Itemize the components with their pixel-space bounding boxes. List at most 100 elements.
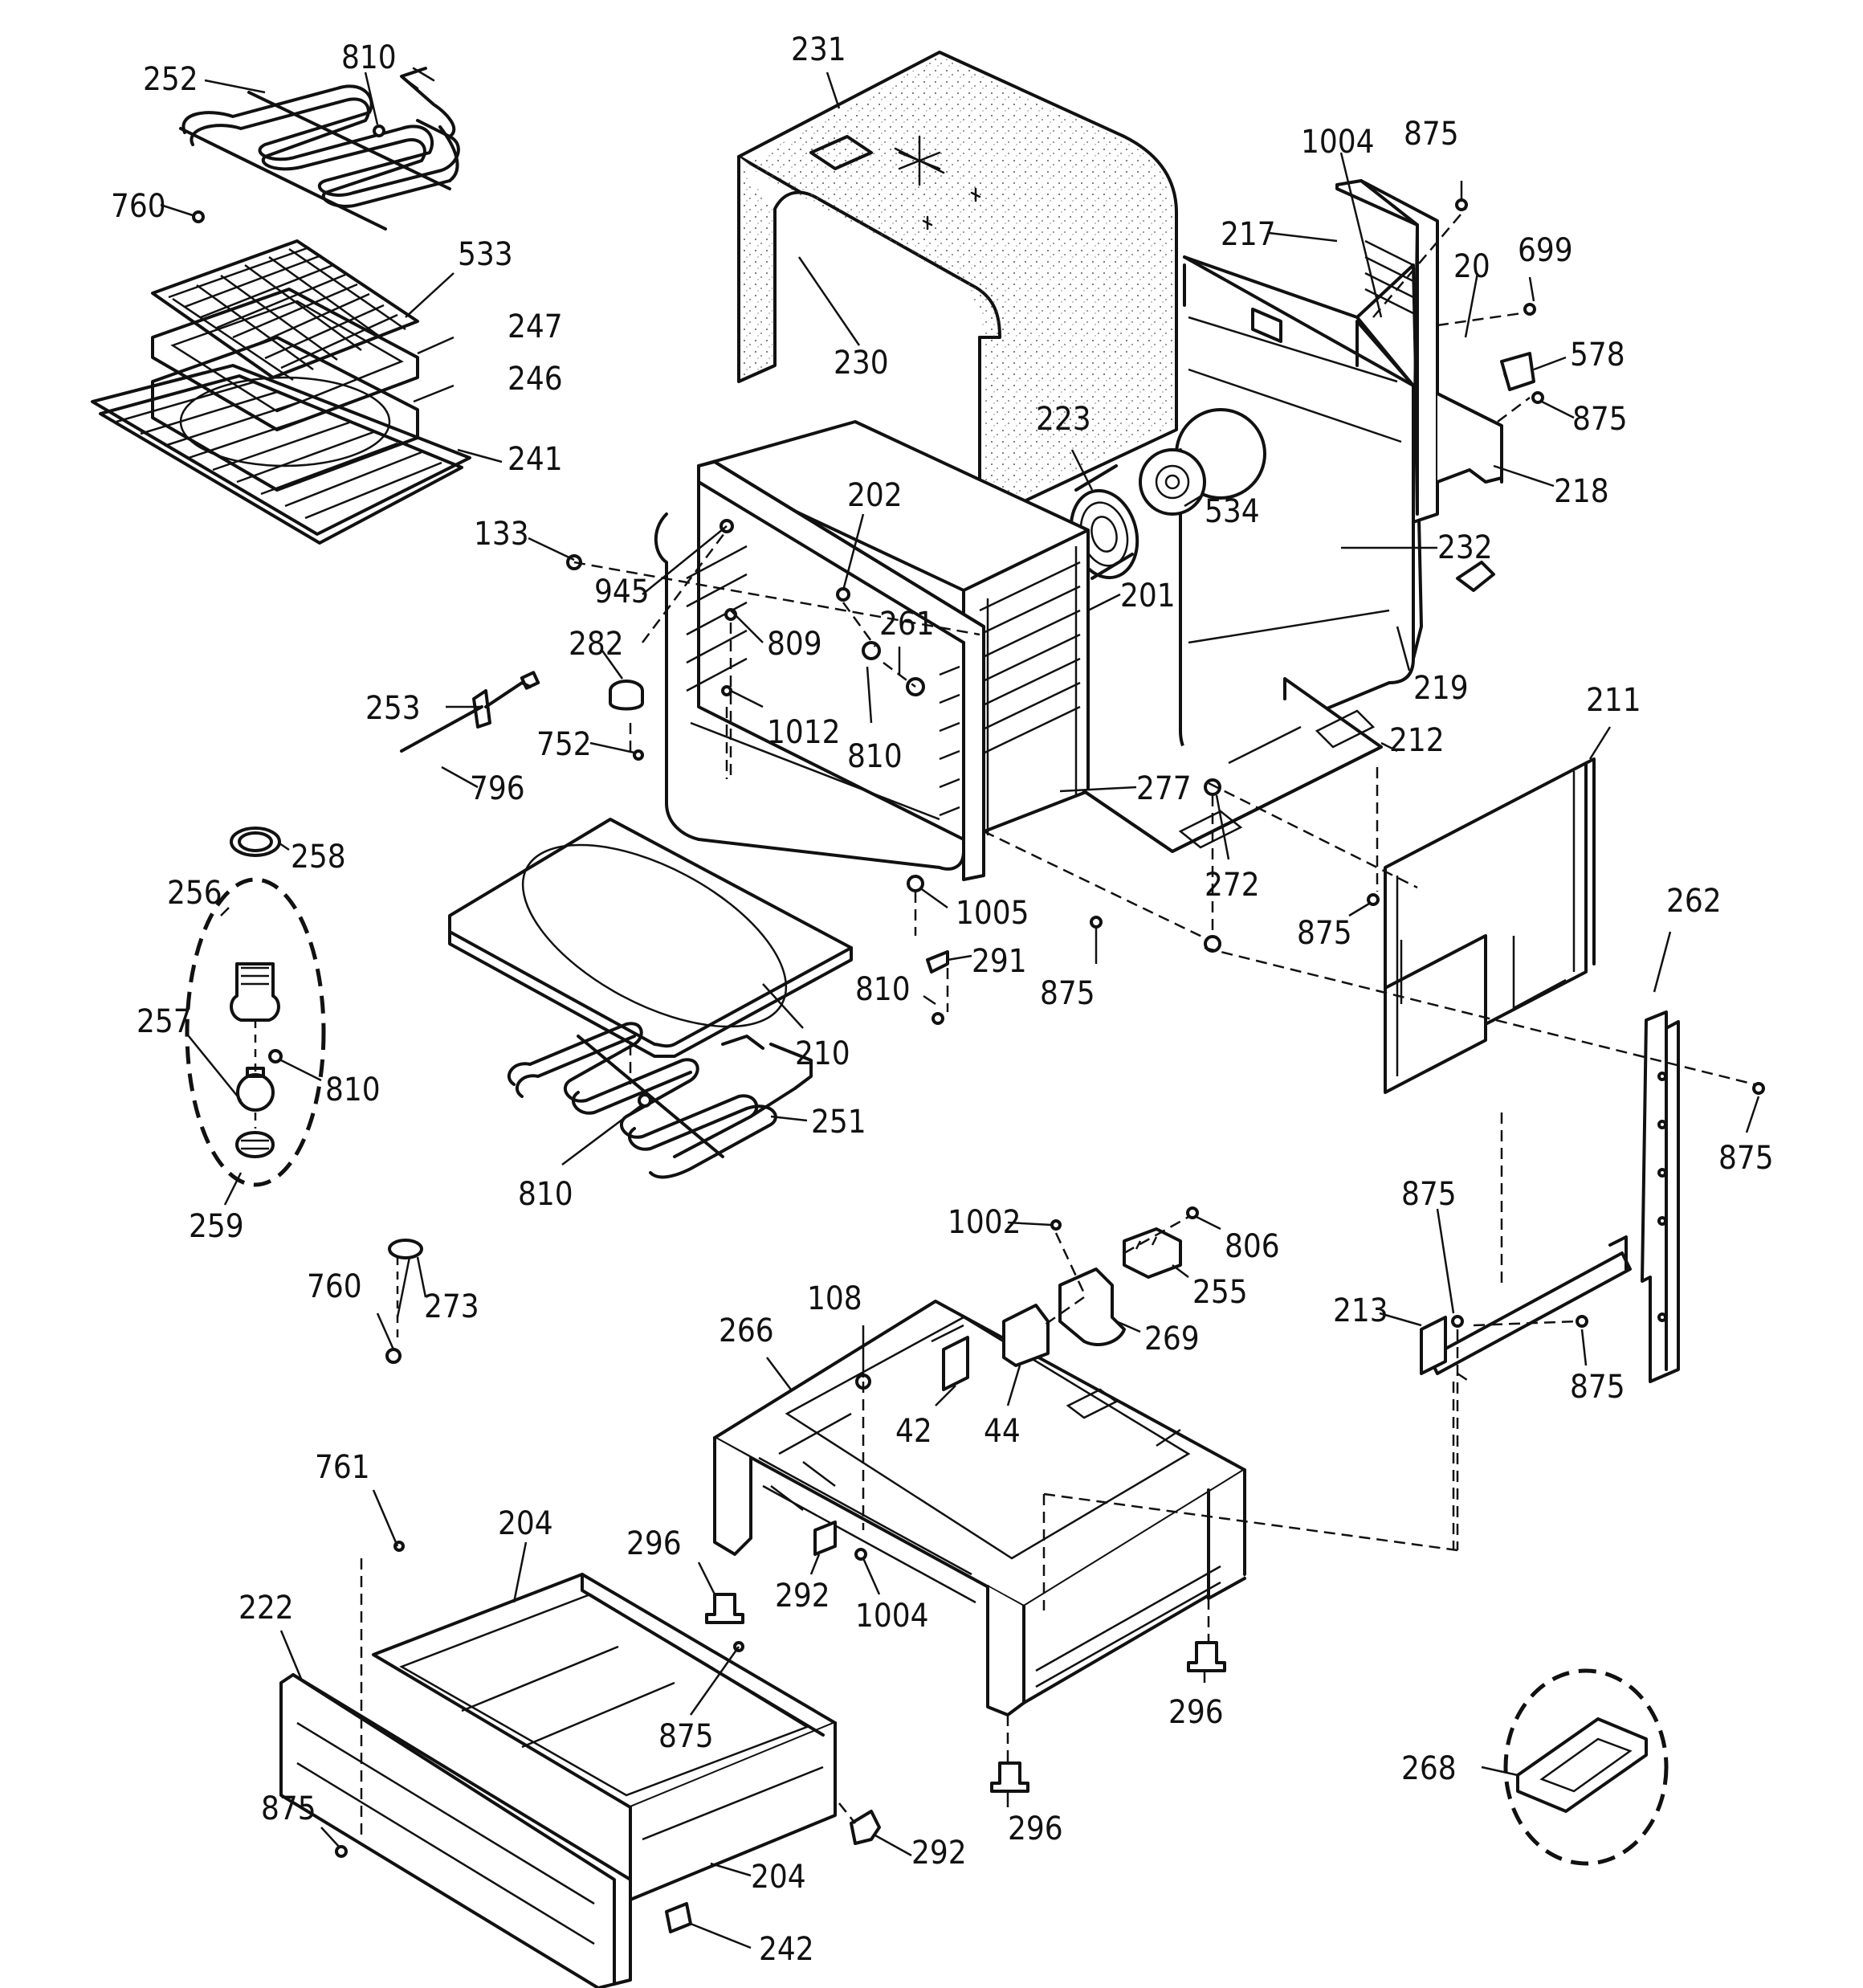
callout-label: 810 — [341, 39, 397, 76]
callout-label: 223 — [1036, 401, 1091, 438]
callout-label: 292 — [911, 1835, 967, 1872]
fan-shroud — [1139, 448, 1206, 516]
rear-panel-211 — [1384, 757, 1596, 1094]
callout-labels: 252 810 760 533 247 246 241 231 230 223 … — [111, 31, 1774, 1968]
clip-273 — [388, 1239, 423, 1337]
callout-label: 266 — [719, 1312, 774, 1349]
callout-label: 202 — [847, 477, 903, 514]
callout-label: 296 — [1008, 1810, 1063, 1847]
callout-label: 806 — [1225, 1228, 1280, 1265]
callout-label: 42 — [895, 1413, 932, 1450]
bake-element — [507, 1022, 813, 1179]
callout-label: 875 — [1572, 401, 1628, 438]
callout-label: 259 — [189, 1208, 244, 1245]
callout-label: 258 — [291, 839, 346, 876]
callout-label: 810 — [518, 1176, 573, 1213]
callout-label: 251 — [811, 1104, 866, 1141]
callout-label: 257 — [137, 1003, 192, 1040]
callout-label: 875 — [1297, 915, 1352, 952]
callout-label: 231 — [791, 31, 846, 68]
dashed-connectors — [360, 208, 1755, 1839]
callout-label: 268 — [1401, 1750, 1457, 1787]
storage-drawer — [372, 1573, 837, 1901]
callout-label: 810 — [325, 1072, 381, 1108]
callout-label: 272 — [1205, 867, 1260, 904]
callout-label: 219 — [1413, 670, 1469, 707]
callout-label: 875 — [1401, 1176, 1457, 1213]
callout-label: 210 — [795, 1035, 850, 1072]
callout-label: 204 — [751, 1859, 806, 1896]
callout-label: 292 — [775, 1578, 830, 1614]
callout-label: 810 — [847, 738, 903, 775]
terminal-block-255 — [1123, 1227, 1182, 1279]
bracket-213 — [1420, 1235, 1632, 1375]
callout-label: 253 — [365, 690, 421, 727]
callout-label: 262 — [1666, 883, 1722, 920]
drawer-glide-242 — [665, 1902, 692, 1933]
callout-label: 246 — [508, 361, 563, 398]
knob-282 — [609, 680, 644, 711]
callout-label: 211 — [1586, 682, 1641, 719]
leader-lines — [160, 71, 1760, 1949]
callout-label: 232 — [1437, 529, 1493, 566]
callout-label: 255 — [1192, 1274, 1248, 1311]
callout-label: 875 — [1570, 1369, 1625, 1406]
broil-element — [179, 67, 460, 231]
callout-label: 247 — [508, 308, 563, 345]
callout-label: 296 — [1168, 1694, 1224, 1731]
callout-label: 1004 — [855, 1598, 929, 1635]
callout-label: 796 — [470, 770, 525, 807]
callout-label: 761 — [315, 1449, 370, 1486]
callout-label: 222 — [238, 1590, 294, 1627]
callout-label: 273 — [424, 1288, 479, 1325]
callout-label: 1002 — [948, 1204, 1021, 1241]
callout-label: 108 — [807, 1280, 862, 1317]
callout-label: 277 — [1136, 770, 1192, 807]
callout-label: 252 — [143, 61, 198, 98]
callout-label: 1012 — [767, 714, 841, 751]
drawer-front — [279, 1673, 632, 1988]
callout-label: 291 — [972, 943, 1027, 980]
callout-label: 875 — [658, 1718, 714, 1755]
screw-group — [192, 125, 1765, 1858]
callout-label: 133 — [474, 516, 529, 553]
bracket-269 — [1058, 1268, 1126, 1346]
callout-label: 269 — [1144, 1321, 1200, 1357]
callout-label: 699 — [1518, 232, 1573, 269]
callout-label: 256 — [167, 875, 222, 912]
sensor-probe — [400, 671, 540, 753]
callout-label: 875 — [261, 1790, 316, 1827]
callout-label: 44 — [984, 1413, 1021, 1450]
callout-label: 875 — [1040, 975, 1095, 1012]
side-trim — [1436, 392, 1503, 484]
callout-label: 760 — [111, 188, 166, 225]
side-panel-262 — [1641, 1010, 1680, 1383]
leveling-legs — [705, 1593, 1226, 1793]
callout-label: 875 — [1718, 1140, 1774, 1177]
callout-label: 217 — [1221, 216, 1276, 253]
callout-label: 261 — [879, 606, 935, 643]
outer-wrapper — [737, 51, 1178, 524]
detail-circle-268 — [1503, 1668, 1669, 1866]
light-assembly — [185, 877, 326, 1187]
callout-label: 218 — [1554, 473, 1609, 510]
callout-label: 534 — [1205, 493, 1260, 530]
oven-front-frame — [654, 460, 985, 881]
mount-bracket-42-44 — [942, 1304, 1050, 1391]
broiler-rack — [151, 239, 419, 382]
lower-chassis — [713, 1300, 1246, 1717]
callout-label: 760 — [307, 1268, 362, 1305]
callout-label: 752 — [536, 726, 592, 763]
drawer-glide-292 — [813, 1521, 881, 1845]
callout-label: 212 — [1389, 722, 1445, 759]
callout-label: 296 — [626, 1525, 682, 1562]
callout-label: 1004 — [1301, 124, 1375, 161]
broiler-pan-insert — [151, 288, 419, 431]
callout-label: 809 — [767, 626, 822, 663]
callout-label: 810 — [855, 971, 911, 1008]
callout-label: 213 — [1333, 1292, 1388, 1329]
callout-label: 945 — [594, 574, 650, 610]
callout-label: 282 — [569, 626, 624, 663]
callout-label: 533 — [458, 236, 513, 273]
callout-label: 204 — [498, 1505, 553, 1542]
